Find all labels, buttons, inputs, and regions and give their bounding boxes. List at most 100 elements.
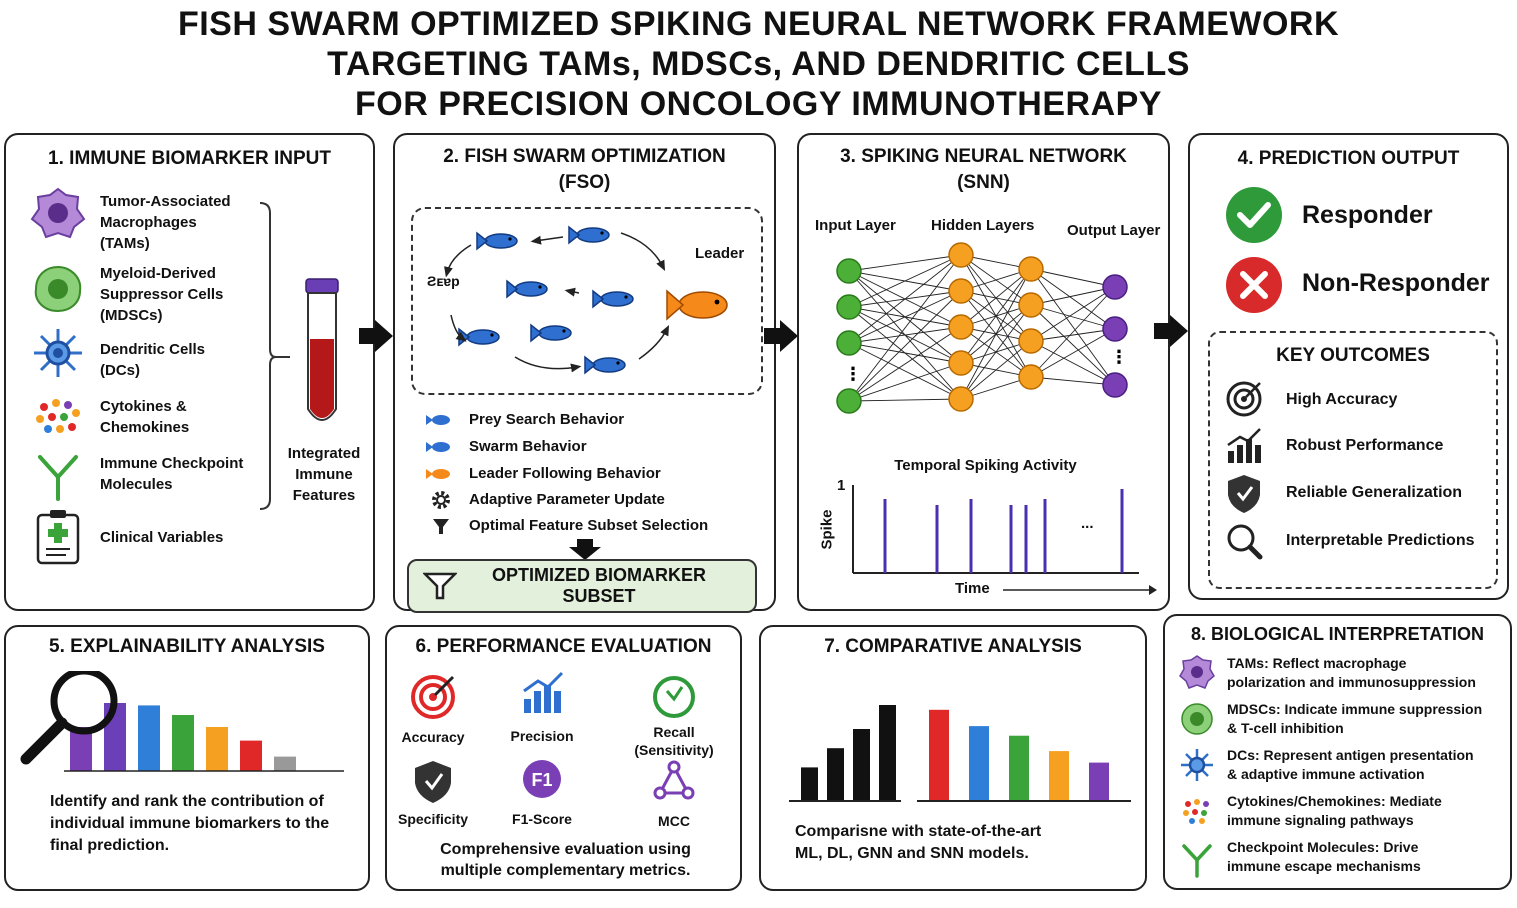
nn-neuron	[1102, 274, 1128, 300]
dendritic-cell-icon	[34, 329, 82, 377]
panel-title: 8. BIOLOGICAL INTERPRETATION	[1190, 624, 1484, 644]
comparison-chart	[789, 705, 1131, 802]
macrophage-icon	[1179, 655, 1215, 689]
interpretation-dcs: DCs: Represent antigen presentation & ad…	[1227, 747, 1474, 782]
panel-comparative-analysis: 7. COMPARATIVE ANALYSIS Comparisne with …	[759, 625, 1147, 891]
panel-title: 4. PREDICTION OUTPUT	[1237, 148, 1460, 169]
nn-neuron	[836, 330, 862, 356]
nn-connection	[1030, 340, 1116, 386]
swarm-fish	[568, 226, 610, 244]
nn-connection	[1030, 286, 1116, 378]
blue-fish-icon	[426, 415, 450, 425]
bar-trend-icon	[1227, 428, 1261, 463]
metric-f1: F1-Score	[512, 811, 572, 827]
comparison-description: Comparisne with state-of-the-art ML, DL,…	[795, 823, 1042, 862]
importance-bar	[70, 727, 92, 771]
importance-bar	[138, 705, 160, 771]
swarm-fish	[476, 232, 518, 250]
nn-connection	[848, 254, 962, 308]
spike-y-tick: 1	[837, 477, 846, 494]
swarm-fish	[584, 356, 626, 374]
nn-connection	[960, 304, 1032, 400]
nn-connection	[1030, 304, 1116, 330]
metric-precision: Precision	[510, 728, 574, 744]
non-responder-label: Non-Responder	[1302, 269, 1490, 297]
gear-icon	[432, 491, 450, 509]
flow-arrow-2	[764, 320, 798, 352]
metric-recall: Recall (Sensitivity)	[634, 724, 714, 758]
nn-connection	[1030, 268, 1116, 330]
nn-neuron	[1018, 328, 1044, 354]
interpretation-icons	[1179, 655, 1215, 878]
cytokine-dots-icon	[1183, 799, 1209, 824]
importance-bar	[274, 756, 296, 771]
importance-bar	[240, 740, 262, 771]
mcc-network-icon	[653, 760, 695, 800]
model-bar	[1089, 762, 1109, 801]
outcome-reliable-generalization: Reliable Generalization	[1286, 484, 1463, 501]
nn-neuron	[1018, 364, 1044, 390]
shield-icon	[415, 761, 451, 803]
nn-ellipsis-output: ⋮	[1110, 347, 1128, 367]
explainability-description: Identify and rank the contribution of in…	[50, 793, 330, 854]
nn-connection	[960, 268, 1032, 328]
interpretation-tams: TAMs: Reflect macrophage polarization an…	[1227, 655, 1476, 690]
nn-connection	[848, 254, 962, 344]
shield-icon	[1228, 475, 1260, 513]
bracket-and-tube	[259, 202, 339, 510]
biomarker-label-tams: Tumor-Associated Macrophages (TAMs)	[100, 193, 231, 252]
behavior-adaptive-update: Adaptive Parameter Update	[469, 491, 665, 508]
nn-connection	[1030, 328, 1116, 342]
nn-connection	[848, 254, 962, 402]
leader-label: Leader	[695, 245, 745, 262]
cytokine-dots-icon	[36, 399, 80, 433]
funnel-icon	[433, 519, 449, 534]
panel1-icons	[30, 187, 86, 565]
antibody-icon	[38, 455, 78, 501]
panel-immune-biomarker-input: 1. IMMUNE BIOMARKER INPUT	[4, 133, 375, 611]
recall-icon	[653, 676, 695, 718]
biomarker-label-checkpoint: Immune Checkpoint Molecules	[100, 455, 244, 493]
magnifier-icon	[20, 671, 118, 765]
interpretation-mdscs: MDSCs: Indicate immune suppression & T-c…	[1227, 701, 1483, 736]
behavior-feature-selection: Optimal Feature Subset Selection	[469, 517, 709, 534]
f1-icon: F1	[523, 760, 561, 798]
spike-y-label: Spike	[818, 509, 836, 550]
dendritic-cell-icon	[1181, 749, 1213, 781]
panel-title: 6. PERFORMANCE EVALUATION	[415, 636, 712, 657]
blood-tube-icon	[305, 278, 339, 421]
behavior-prey-search: Prey Search Behavior	[469, 411, 625, 428]
down-arrow	[569, 539, 601, 560]
flow-arrow-3	[1154, 315, 1188, 347]
panel-spiking-neural-network: 3. SPIKING NEURAL NETWORK (SNN) Input La…	[797, 133, 1170, 611]
baseline-bar	[827, 748, 844, 801]
hidden-layers-label: Hidden Layers	[931, 217, 1035, 234]
responder-label: Responder	[1302, 201, 1433, 229]
nn-ellipsis-input: ⋮	[844, 364, 862, 384]
biomarker-label-dcs: Dendritic Cells (DCs)	[100, 341, 206, 379]
nn-connection	[1030, 268, 1116, 288]
nn-connection	[1030, 286, 1116, 342]
panel-explainability-analysis: 5. EXPLAINABILITY ANALYSIS Identify and …	[4, 625, 370, 891]
baseline-bar	[853, 729, 870, 801]
nn-connection	[1030, 376, 1116, 386]
panel-title: 1. IMMUNE BIOMARKER INPUT	[48, 148, 331, 169]
nn-connection	[1030, 328, 1116, 378]
model-bar	[1009, 735, 1029, 801]
biomarker-label-cytokines: Cytokines & Chemokines	[100, 398, 190, 436]
nn-connection	[848, 290, 962, 344]
swarm-fish	[458, 328, 500, 346]
importance-bar	[206, 727, 228, 771]
outcome-robust-performance: Robust Performance	[1286, 437, 1444, 454]
nn-connection	[1030, 304, 1116, 386]
nn-neuron	[948, 314, 974, 340]
main-title: FISH SWARM OPTIMIZED SPIKING NEURAL NETW…	[0, 4, 1517, 124]
target-icon	[411, 675, 455, 719]
nn-connection	[848, 398, 962, 402]
biomarker-label-clinical: Clinical Variables	[100, 529, 224, 546]
nn-connection	[960, 268, 1032, 400]
key-outcomes-title: KEY OUTCOMES	[1276, 345, 1430, 366]
nn-connection	[1030, 268, 1116, 386]
output-layer-label: Output Layer	[1067, 222, 1161, 239]
panel-fish-swarm-optimization: 2. FISH SWARM OPTIMIZATION (FSO)	[393, 133, 776, 613]
